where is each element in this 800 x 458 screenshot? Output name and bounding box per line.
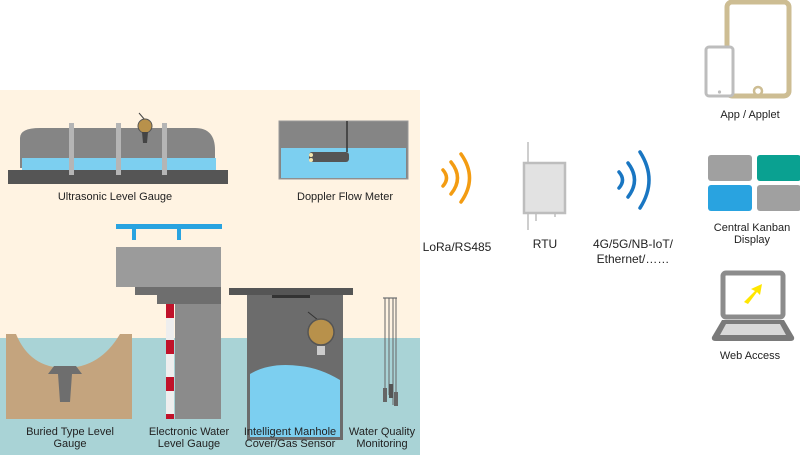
uplink-label-line1: 4G/5G/NB-IoT/	[592, 237, 674, 251]
doppler-flow-meter-illustration	[278, 120, 409, 180]
ultrasonic-level-gauge-label: Ultrasonic Level Gauge	[20, 191, 210, 203]
laptop-icon	[711, 270, 795, 341]
water-quality-label-line1: Water Quality	[348, 426, 416, 438]
rtu-label: RTU	[532, 237, 558, 251]
manhole-gas-sensor-illustration	[229, 288, 353, 440]
buried-level-gauge-label: Buried Type Level Gauge	[0, 426, 140, 450]
tablet-phone-icon	[704, 0, 792, 99]
ultrasonic-level-gauge-illustration	[8, 112, 228, 184]
electronic-label-line1: Electronic Water	[148, 426, 230, 438]
buried-label-line2: Gauge	[53, 438, 87, 450]
cellular-signal-icon	[617, 150, 651, 210]
water-quality-label-line2: Monitoring	[356, 438, 408, 450]
water-quality-label: Water Quality Monitoring	[340, 426, 424, 450]
web-access-label: Web Access	[719, 350, 781, 362]
electronic-water-level-gauge-illustration	[116, 224, 222, 419]
kanban-display-label: Central Kanban Display	[700, 222, 800, 246]
doppler-label-text: Doppler Flow Meter	[297, 191, 393, 203]
kanban-display-icon	[708, 155, 800, 211]
doppler-flow-meter-label: Doppler Flow Meter	[270, 191, 420, 203]
buried-label-line1: Buried Type Level	[26, 426, 114, 438]
rtu-device-icon	[522, 142, 567, 230]
lora-signal-icon	[441, 152, 472, 204]
lora-rs485-label: LoRa/RS485	[422, 240, 492, 254]
electronic-label-line2: Level Gauge	[157, 438, 221, 450]
kanban-label-line2: Display	[733, 234, 771, 246]
ultrasonic-label-text: Ultrasonic Level Gauge	[57, 191, 173, 203]
electronic-water-level-gauge-label: Electronic Water Level Gauge	[134, 426, 244, 450]
manhole-label-line1: Intelligent Manhole	[243, 426, 337, 438]
manhole-gas-sensor-label: Intelligent Manhole Cover/Gas Sensor	[232, 426, 348, 450]
buried-level-gauge-illustration	[6, 334, 132, 419]
manhole-label-line2: Cover/Gas Sensor	[244, 438, 336, 450]
water-quality-probes-illustration	[383, 297, 398, 406]
app-applet-label: App / Applet	[720, 109, 780, 121]
kanban-label-line1: Central Kanban	[713, 222, 791, 234]
uplink-label-line2: Ethernet/……	[596, 252, 670, 266]
uplink-label: 4G/5G/NB-IoT/ Ethernet/……	[578, 237, 688, 267]
